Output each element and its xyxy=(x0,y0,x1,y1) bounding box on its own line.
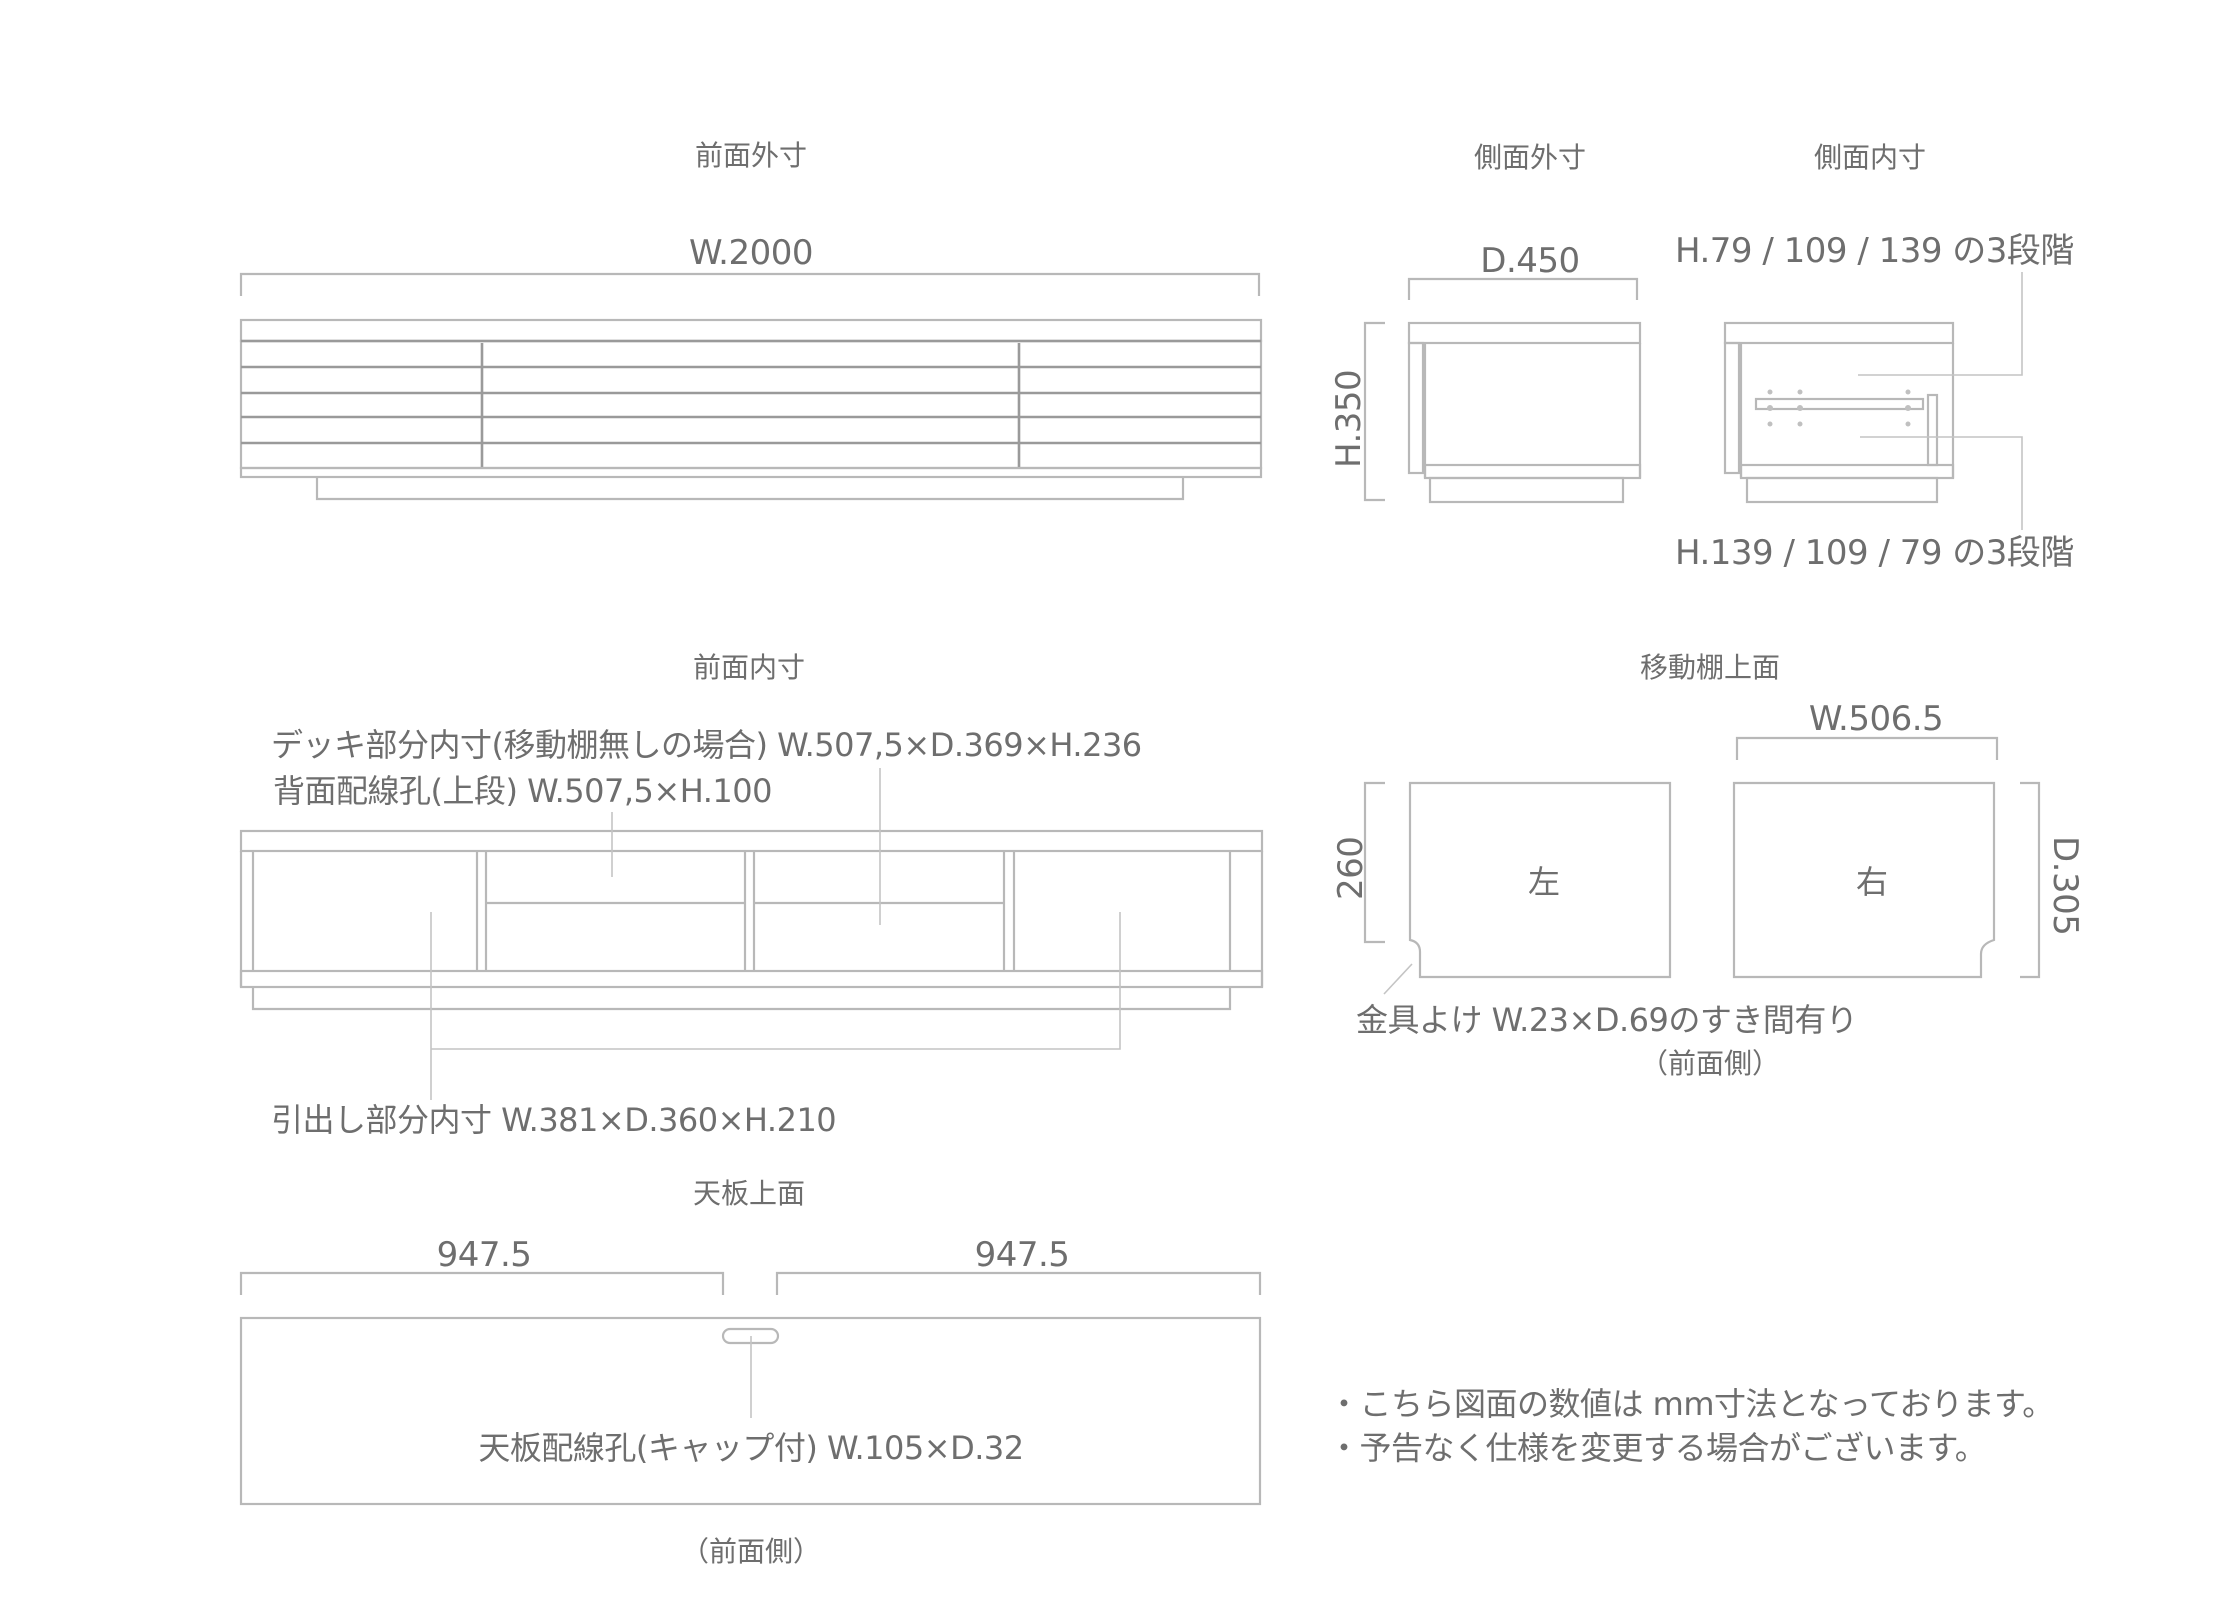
fitting-clearance-note: 金具よけ W.23×D.69のすき間有り xyxy=(1356,1001,1858,1039)
footnote-spec-change: ・予告なく仕様を変更する場合がございます。 xyxy=(1328,1429,1987,1467)
side-exterior-drawing xyxy=(1363,277,1642,504)
side-interior-lower-note: H.139 / 109 / 79 の3段階 xyxy=(1675,533,2074,573)
side-interior-upper-note: H.79 / 109 / 139 の3段階 xyxy=(1675,231,2074,271)
top-panel-title: 天板上面 xyxy=(692,1177,806,1210)
movable-shelf-title: 移動棚上面 xyxy=(1639,651,1781,684)
movable-shelf-front-side-label: （前面側） xyxy=(1639,1047,1781,1080)
movable-shelf-drawing xyxy=(1363,736,2041,995)
side-exterior-depth-label: D.450 xyxy=(1480,241,1580,281)
drawer-interior-note: 引出し部分内寸 W.381×D.360×H.210 xyxy=(271,1101,837,1139)
movable-shelf-side-depth-label: 260 xyxy=(1331,836,1371,900)
front-exterior-width-label: W.2000 xyxy=(688,233,814,273)
top-panel-front-side-label: （前面側） xyxy=(680,1535,822,1568)
top-wiring-hole-note: 天板配線孔(キャップ付) W.105×D.32 xyxy=(478,1429,1024,1467)
front-exterior-title: 前面外寸 xyxy=(694,139,808,172)
rear-wiring-hole-note: 背面配線孔(上段) W.507,5×H.100 xyxy=(273,772,772,810)
side-exterior-title: 側面外寸 xyxy=(1473,141,1587,174)
front-interior-title: 前面内寸 xyxy=(692,651,806,684)
side-interior-drawing xyxy=(1723,272,2023,530)
movable-shelf-depth-label: D.305 xyxy=(2045,836,2085,936)
top-panel-drawing xyxy=(239,1271,1262,1506)
top-panel-right-width-label: 947.5 xyxy=(974,1235,1070,1275)
shelf-right-label: 右 xyxy=(1855,863,1889,901)
front-exterior-drawing xyxy=(239,272,1263,501)
shelf-left-label: 左 xyxy=(1527,863,1561,901)
front-interior-drawing xyxy=(239,768,1264,1100)
top-panel-left-width-label: 947.5 xyxy=(436,1235,532,1275)
footnote-units: ・こちら図面の数値は mm寸法となっております。 xyxy=(1328,1385,2054,1423)
side-interior-title: 側面内寸 xyxy=(1813,141,1927,174)
side-exterior-height-label: H.350 xyxy=(1329,369,1369,468)
movable-shelf-width-label: W.506.5 xyxy=(1808,699,1944,739)
deck-interior-note: デッキ部分内寸(移動棚無しの場合) W.507,5×D.369×H.236 xyxy=(271,726,1142,764)
